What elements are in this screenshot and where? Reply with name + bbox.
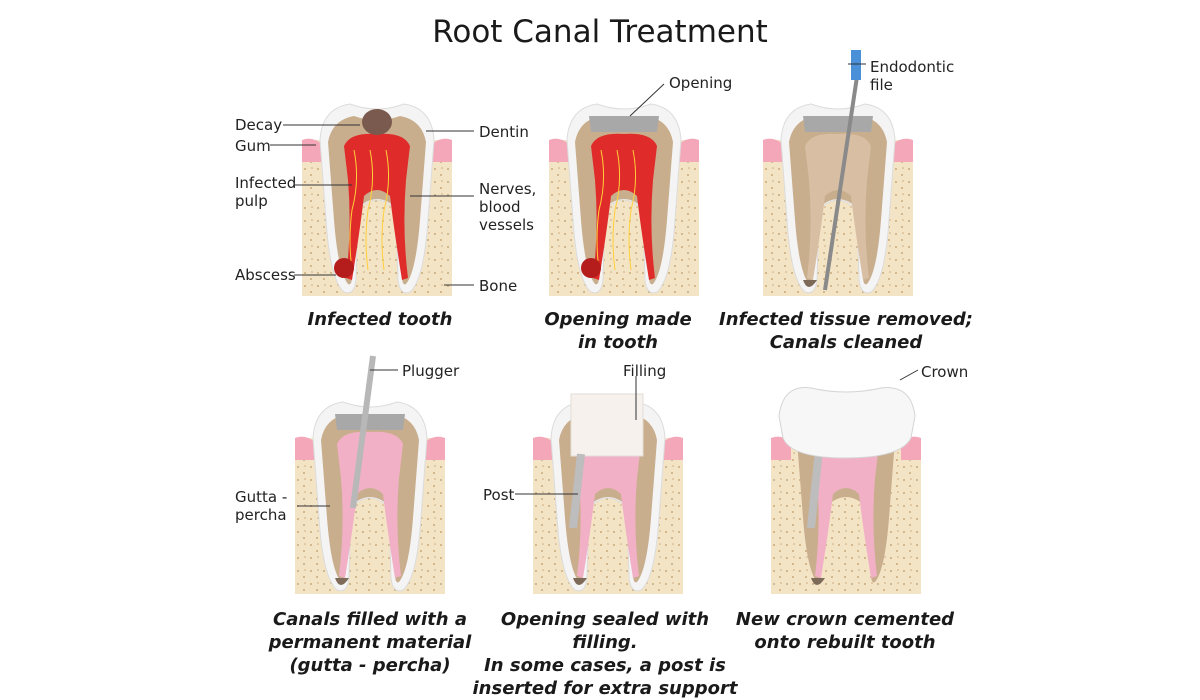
endodontic-file [823, 69, 860, 291]
gutta-percha [337, 431, 403, 578]
root-tip [335, 578, 349, 585]
tooth-illustration [771, 387, 921, 594]
gum [663, 436, 683, 460]
caption-canals-filled: Canals filled with a permanent material … [268, 609, 472, 676]
infected-pulp-label: Infected pulp [235, 174, 297, 210]
gutta-percha [575, 431, 641, 578]
nerve-line [381, 149, 390, 271]
gum-label: Gum [235, 137, 271, 155]
nerve-line [596, 149, 605, 271]
nerves-label: Nerves, blood vessels [479, 180, 537, 234]
caption-tissue-removed: Infected tissue removed; Canals cleaned [719, 309, 973, 353]
nerve-line [612, 149, 621, 271]
opening [335, 414, 405, 430]
tooth-illustration [533, 393, 683, 594]
abscess-label: Abscess [235, 266, 296, 284]
gum [533, 436, 553, 460]
plugger-label: Plugger [402, 362, 460, 380]
caption-infected-tooth: Infected tooth [307, 309, 453, 330]
gum [425, 436, 445, 460]
tooth-illustration [295, 355, 445, 594]
post [807, 449, 823, 529]
bone-label: Bone [479, 277, 518, 295]
opening-label: Opening [669, 74, 733, 92]
gutta-percha [813, 431, 879, 578]
opening [589, 116, 659, 132]
root-tip [811, 578, 825, 585]
tooth-illustration [302, 103, 452, 296]
dentin-label: Dentin [479, 123, 529, 141]
endodontic-file-label: Endodontic file [870, 58, 955, 94]
diagram-title: Root Canal Treatment [432, 14, 768, 50]
filling-label: Filling [623, 362, 667, 380]
caption-opening-sealed: Opening sealed with filling. In some cas… [472, 609, 738, 699]
post-label: Post [483, 486, 515, 504]
tooth-illustration [763, 50, 913, 296]
leader-line [629, 83, 665, 117]
gum [432, 138, 452, 162]
plugger [350, 355, 376, 509]
filling [570, 393, 644, 457]
tooth-illustration [549, 103, 699, 296]
crown [778, 387, 916, 459]
nerve-line [349, 149, 358, 271]
gum [893, 138, 913, 162]
infected-pulp [344, 133, 410, 280]
opening [803, 116, 873, 132]
gum [679, 138, 699, 162]
root-tip [573, 578, 587, 585]
post [569, 453, 585, 529]
gum [763, 138, 783, 162]
decay-label: Decay [235, 116, 283, 134]
nerve-line [365, 149, 374, 271]
gutta-percha-label: Gutta - percha [235, 488, 288, 524]
gum [302, 138, 322, 162]
file-handle [851, 50, 861, 80]
decay [362, 109, 392, 135]
gum [295, 436, 315, 460]
caption-new-crown: New crown cemented onto rebuilt tooth [735, 609, 955, 653]
abscess [334, 258, 354, 278]
crown-label: Crown [921, 363, 969, 381]
infected-pulp [591, 133, 657, 280]
gum [549, 138, 569, 162]
nerve-line [628, 149, 637, 271]
caption-opening-made: Opening made in tooth [544, 309, 692, 353]
leader-line [899, 369, 919, 381]
abscess [581, 258, 601, 278]
root-tip [803, 280, 817, 287]
cleaned-canal [805, 133, 871, 280]
